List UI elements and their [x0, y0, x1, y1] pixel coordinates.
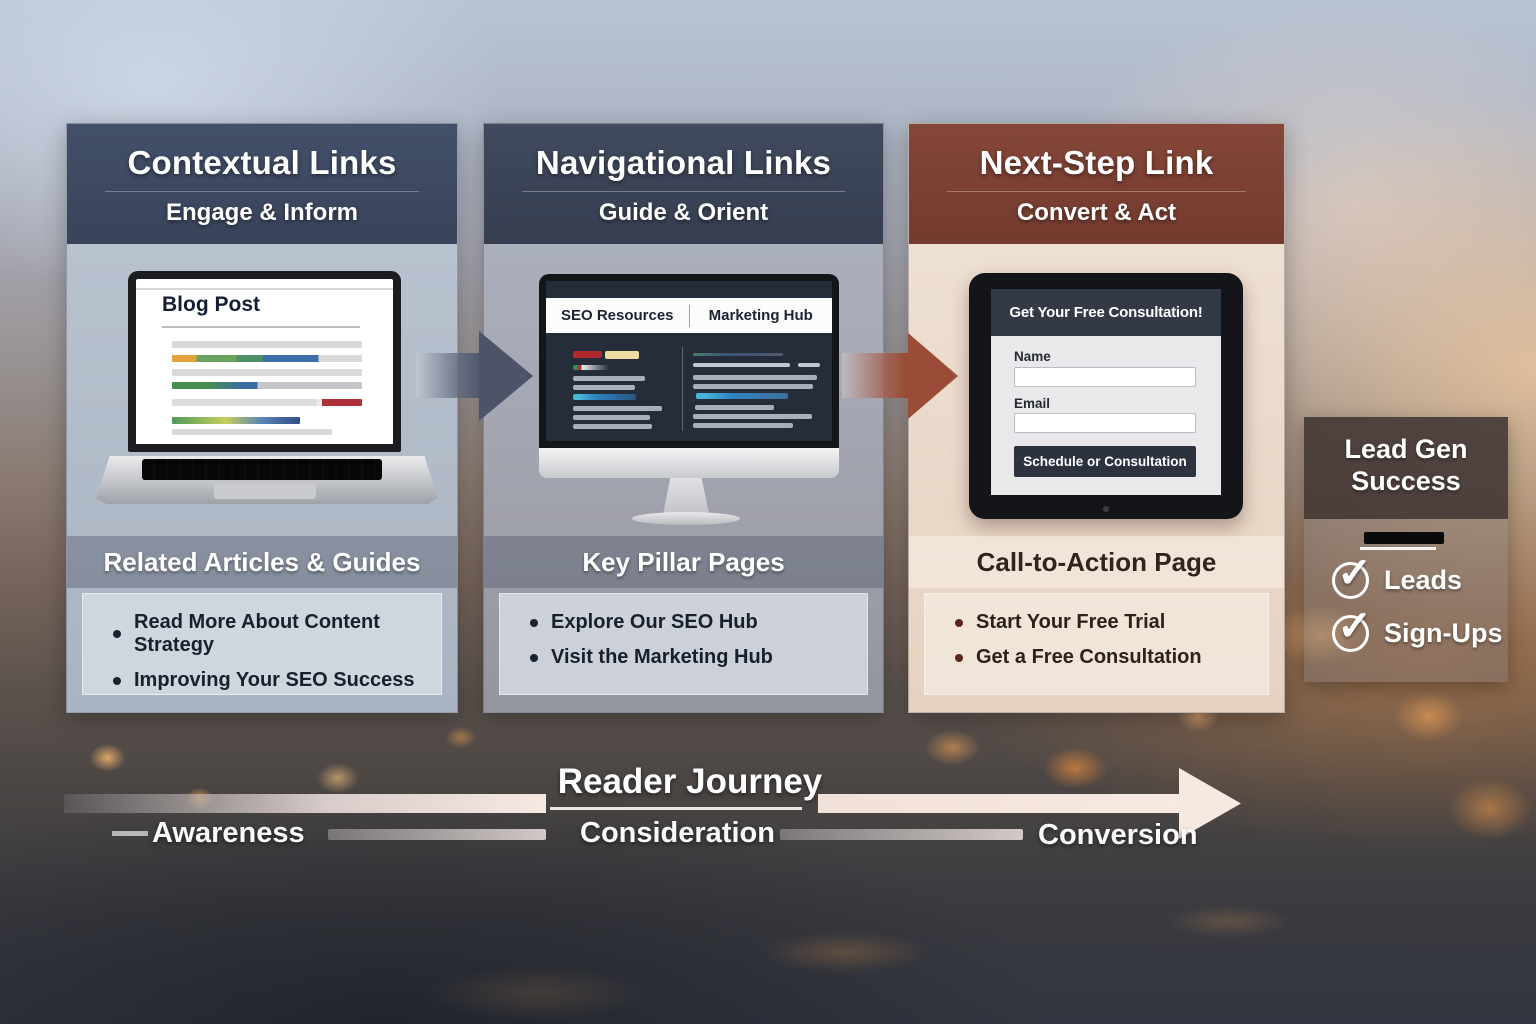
lead-gen-title-line1: Lead Gen [1344, 434, 1468, 464]
nav-tab-marketing-hub[interactable]: Marketing Hub [708, 307, 813, 324]
tablet-mockup: Get Your Free Consultation! Name Email S… [969, 273, 1243, 519]
schedule-consultation-button[interactable]: Schedule or Consultation [1014, 446, 1196, 477]
list-item: Get a Free Consultation [955, 646, 1268, 669]
laptop-trackpad [214, 483, 316, 499]
monitor-stand-neck [663, 478, 709, 514]
check-icon: ✓ [1337, 549, 1373, 596]
panel-subtitle: Engage & Inform [165, 199, 358, 226]
list-item: Visit the Marketing Hub [530, 646, 867, 669]
panel-subtitle: Convert & Act [1016, 199, 1177, 226]
stage-connector-2 [780, 829, 1023, 840]
header-divider [522, 191, 845, 192]
panel-title: Contextual Links [127, 144, 397, 181]
panel-contextual-header: Contextual Links Engage & Inform [67, 124, 457, 244]
stage-conversion: Conversion [1038, 819, 1198, 851]
bullet-icon [113, 676, 121, 685]
journey-title-underline [550, 807, 802, 810]
name-field[interactable] [1014, 367, 1196, 387]
panel-contextual-links: Contextual Links Engage & Inform Blog Po… [66, 123, 458, 713]
stage-consideration: Consideration [580, 817, 775, 849]
lead-gen-item-label: Sign-Ups [1384, 618, 1503, 648]
list-item-label: Read More About Content Strategy [134, 611, 380, 656]
check-circle: ✓ [1332, 552, 1372, 599]
check-icon: ✓ [1337, 602, 1373, 649]
check-circle: ✓ [1332, 605, 1372, 652]
panel-subtitle: Guide & Orient [598, 199, 769, 226]
arrow-panel1-to-panel2-tail [416, 353, 479, 398]
monitor-display: SEO Resources Marketing Hub [546, 281, 832, 441]
list-item-label: Visit the Marketing Hub [551, 646, 773, 668]
section-title-key-pillar-pages: Key Pillar Pages [484, 536, 883, 588]
bullet-icon [955, 653, 963, 662]
list-item-label: Explore Our SEO Hub [551, 611, 758, 633]
bullet-icon [113, 630, 121, 638]
header-divider [105, 191, 419, 192]
form-title: Get Your Free Consultation! [991, 289, 1221, 336]
panel-title: Next-Step Link [979, 144, 1214, 181]
header-divider [947, 191, 1246, 192]
bullet-icon [955, 618, 963, 627]
stage-connector-1 [328, 829, 546, 840]
arrow-panel2-to-panel3-tail [842, 353, 908, 398]
list-item-label: Improving Your SEO Success [134, 669, 415, 691]
laptop-keyboard [142, 459, 382, 480]
slot-bar [1360, 532, 1444, 550]
bullet-icon [530, 618, 538, 627]
panel-next-step-link: Next-Step Link Convert & Act Get Your Fr… [908, 123, 1285, 713]
section-title-call-to-action: Call-to-Action Page [909, 536, 1284, 588]
column-divider [682, 347, 683, 431]
list-item-label: Get a Free Consultation [976, 646, 1202, 668]
panel-navigational-links: Navigational Links Guide & Orient SEO Re… [483, 123, 884, 713]
panel-next-step-header: Next-Step Link Convert & Act [909, 124, 1284, 244]
journey-title: Reader Journey [557, 762, 823, 801]
email-field-label: Email [1014, 396, 1051, 411]
lead-gen-item-leads: ✓ Leads [1332, 552, 1463, 599]
lead-gen-item-label: Leads [1384, 565, 1463, 595]
list-item: Improving Your SEO Success [113, 669, 441, 692]
pillar-pages-list: Explore Our SEO Hub Visit the Marketing … [499, 593, 868, 695]
nav-tab-seo-resources[interactable]: SEO Resources [560, 307, 674, 324]
list-item: Explore Our SEO Hub [530, 611, 867, 634]
bullet-icon [530, 653, 538, 662]
related-articles-list: Read More About Content Strategy Improvi… [82, 593, 442, 695]
monitor-chin [539, 448, 839, 478]
name-field-label: Name [1014, 349, 1051, 364]
panel-title: Navigational Links [535, 144, 832, 181]
panel-navigational-header: Navigational Links Guide & Orient [484, 124, 883, 244]
awareness-tick [112, 831, 148, 836]
monitor-screen: SEO Resources Marketing Hub [539, 274, 839, 448]
site-nav-bar: SEO Resources Marketing Hub [546, 298, 832, 333]
browser-chrome-strip [136, 288, 393, 290]
list-item: Start Your Free Trial [955, 611, 1268, 634]
journey-arrow-segment-left [64, 794, 546, 813]
section-title-related-articles: Related Articles & Guides [67, 536, 457, 588]
monitor-stand-base [632, 512, 740, 525]
blog-post-title: Blog Post [162, 293, 260, 316]
lead-gen-body: ✓ Leads ✓ Sign-Ups [1304, 519, 1508, 682]
laptop-screen: Blog Post [128, 271, 401, 452]
list-item: Read More About Content Strategy [113, 611, 441, 657]
stage-awareness: Awareness [152, 817, 305, 849]
tablet-home-dot [1103, 506, 1109, 512]
cta-list: Start Your Free Trial Get a Free Consult… [924, 593, 1269, 695]
lead-gen-title-line2: Success [1351, 465, 1461, 496]
tablet-screen: Get Your Free Consultation! Name Email S… [991, 289, 1221, 495]
blog-title-rule [162, 326, 360, 328]
nav-divider [688, 304, 690, 327]
list-item-label: Start Your Free Trial [976, 611, 1166, 633]
journey-arrow-segment-right [818, 794, 1179, 813]
email-field[interactable] [1014, 413, 1196, 433]
lead-gen-item-signups: ✓ Sign-Ups [1332, 605, 1503, 652]
lead-gen-title: Lead Gen Success [1304, 417, 1508, 519]
lead-gen-success-box: Lead Gen Success ✓ Leads ✓ Sign-Ups [1304, 417, 1508, 682]
laptop-base [96, 456, 438, 504]
